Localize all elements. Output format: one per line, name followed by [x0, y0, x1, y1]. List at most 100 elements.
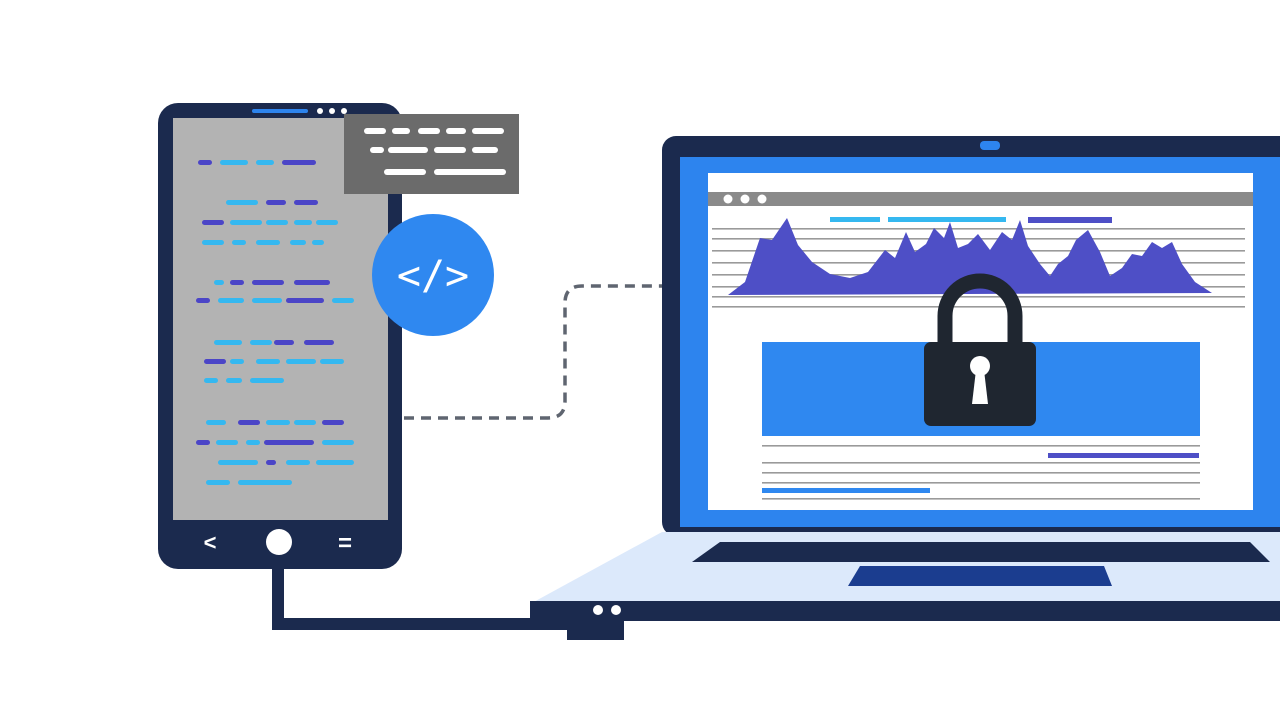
- rule-line: [762, 472, 1200, 474]
- code-line: [230, 280, 244, 285]
- code-line: [218, 298, 244, 303]
- code-line: [226, 200, 258, 205]
- browser-dot: [757, 194, 767, 204]
- code-line: [220, 160, 248, 165]
- code-line: [204, 359, 226, 364]
- code-line: [218, 460, 258, 465]
- code-line: [250, 340, 272, 345]
- code-line: [238, 480, 292, 485]
- tooltip-line: [434, 147, 466, 153]
- code-lines: [196, 160, 354, 485]
- code-line: [294, 200, 318, 205]
- code-line: [286, 298, 324, 303]
- laptop-base: [530, 601, 1280, 621]
- code-line: [214, 280, 224, 285]
- laptop: [530, 136, 1280, 640]
- port-light: [593, 605, 603, 615]
- code-line: [286, 460, 310, 465]
- tooltip-line: [392, 128, 410, 134]
- tooltip-line: [472, 147, 498, 153]
- header-bar: [1028, 217, 1112, 223]
- rule-line: [762, 482, 1200, 484]
- rule-line: [712, 228, 1245, 230]
- browser-dot: [740, 194, 750, 204]
- rule-line: [762, 462, 1200, 464]
- code-line: [230, 220, 262, 225]
- code-line: [294, 280, 330, 285]
- code-line: [264, 440, 314, 445]
- code-line: [252, 280, 284, 285]
- code-line: [294, 420, 316, 425]
- tooltip-line: [434, 169, 506, 175]
- code-line: [230, 359, 244, 364]
- phone-speaker: [252, 109, 308, 113]
- code-line: [206, 420, 226, 425]
- laptop-trackpad: [848, 566, 1112, 586]
- code-line: [238, 420, 260, 425]
- code-line: [214, 340, 242, 345]
- phone: < =: [158, 103, 402, 569]
- code-line: [196, 440, 210, 445]
- tooltip-box: [344, 114, 519, 194]
- rule-line: [712, 306, 1245, 308]
- code-line: [266, 460, 276, 465]
- waveform-chart: [728, 218, 1212, 295]
- code-line: [320, 359, 344, 364]
- code-line: [274, 340, 294, 345]
- usb-cable: [272, 564, 568, 630]
- browser-dot: [723, 194, 733, 204]
- code-line: [206, 480, 230, 485]
- code-line: [312, 240, 324, 245]
- rule-line: [712, 296, 1245, 298]
- code-line: [266, 420, 290, 425]
- laptop-port: [567, 618, 624, 640]
- code-line: [322, 420, 344, 425]
- code-line: [332, 298, 354, 303]
- dashed-connector: [404, 284, 662, 420]
- text-bar: [762, 488, 930, 493]
- tooltip-line: [446, 128, 466, 134]
- code-line: [256, 160, 274, 165]
- tooltip-line: [388, 147, 428, 153]
- code-line: [256, 359, 280, 364]
- browser-toolbar: [708, 192, 1253, 206]
- code-line: [232, 240, 246, 245]
- home-circle-icon[interactable]: [266, 529, 292, 555]
- code-line: [196, 298, 210, 303]
- padlock-icon: [924, 273, 1036, 426]
- code-line: [290, 240, 306, 245]
- code-line: [322, 440, 354, 445]
- tooltip-line: [370, 147, 384, 153]
- tooltip-line: [364, 128, 386, 134]
- code-line: [202, 240, 224, 245]
- code-line: [246, 440, 260, 445]
- browser-window: [708, 173, 1253, 510]
- chevron-left-icon[interactable]: <: [204, 530, 217, 555]
- code-line: [266, 220, 288, 225]
- code-line: [216, 440, 238, 445]
- laptop-keyboard: [692, 542, 1270, 562]
- code-line: [256, 240, 280, 245]
- code-line: [202, 220, 224, 225]
- phone-sensor: [341, 108, 347, 114]
- code-line: [304, 340, 334, 345]
- code-line: [266, 200, 286, 205]
- tooltip-line: [472, 128, 504, 134]
- code-badge-circle: [372, 214, 494, 336]
- code-line: [198, 160, 212, 165]
- menu-icon[interactable]: =: [338, 530, 352, 557]
- code-line: [204, 378, 218, 383]
- tooltip-line: [384, 169, 426, 175]
- code-line: [250, 378, 284, 383]
- code-line: [316, 220, 338, 225]
- header-bar: [888, 217, 1006, 222]
- code-badge[interactable]: </>: [372, 214, 494, 336]
- phone-sensor: [317, 108, 323, 114]
- rule-line: [762, 445, 1200, 447]
- code-line: [226, 378, 242, 383]
- header-bar: [830, 217, 880, 222]
- tooltip-bubble: [344, 114, 519, 194]
- port-light: [611, 605, 621, 615]
- text-bar: [1048, 453, 1199, 458]
- rule-line: [762, 498, 1200, 500]
